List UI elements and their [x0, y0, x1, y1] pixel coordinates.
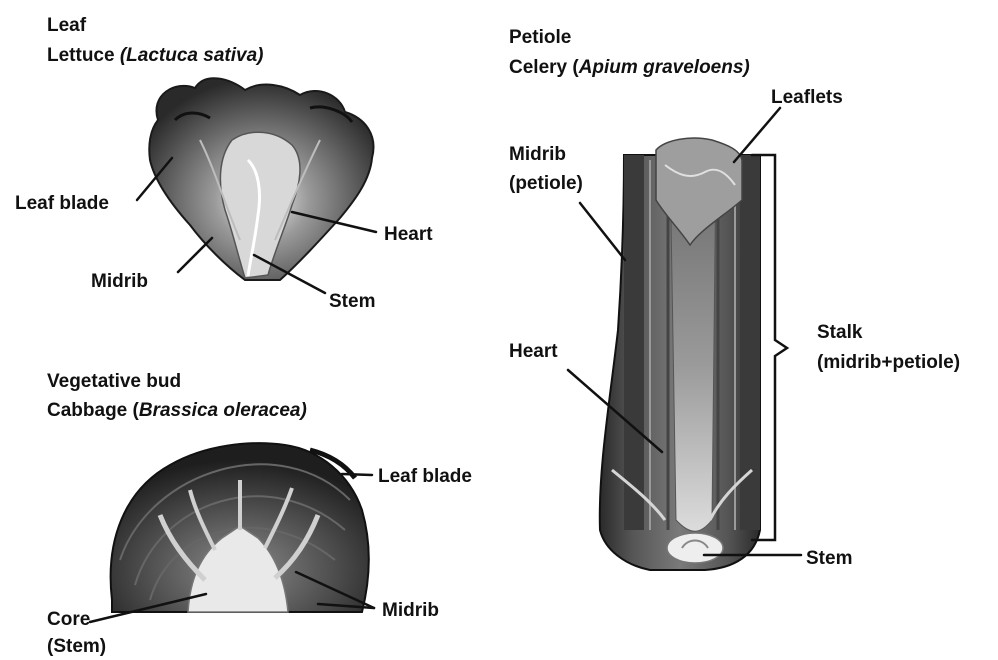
lettuce-heart-label: Heart	[384, 224, 433, 245]
celery-leaflets-label: Leaflets	[771, 87, 843, 108]
lettuce-heading-line2: Lettuce (Lactuca sativa)	[47, 45, 263, 66]
celery-midrib-label-line1: Midrib	[509, 144, 566, 165]
celery-stem-label: Stem	[806, 548, 852, 569]
celery-illustration	[600, 138, 760, 570]
celery-midrib-leader	[580, 203, 625, 260]
celery-midrib-label-line2: (petiole)	[509, 173, 583, 194]
lettuce-heading-line1: Leaf	[47, 15, 87, 36]
celery-stalk-label-line2: (midrib+petiole)	[817, 352, 960, 373]
lettuce-illustration	[149, 78, 373, 280]
cabbage-heading-line2: Cabbage (Brassica oleracea)	[47, 400, 307, 421]
lettuce-leaf-blade-label: Leaf blade	[15, 193, 109, 214]
cabbage-midrib-label: Midrib	[382, 600, 439, 621]
celery-heading-line2: Celery (Apium graveloens)	[509, 57, 750, 78]
lettuce-stem-label: Stem	[329, 291, 375, 312]
cabbage-core-label-line2: (Stem)	[47, 636, 106, 657]
lettuce-midrib-leader	[178, 238, 212, 272]
celery-heading-line1: Petiole	[509, 27, 571, 48]
cabbage-heading-line1: Vegetative bud	[47, 371, 181, 392]
cabbage-leaf-blade-label: Leaf blade	[378, 466, 472, 487]
celery-heart-label: Heart	[509, 341, 558, 362]
lettuce-midrib-label: Midrib	[91, 271, 148, 292]
cabbage-leaf-blade-leader	[342, 474, 372, 475]
cabbage-core-label-line1: Core	[47, 609, 90, 630]
celery-stalk-label-line1: Stalk	[817, 322, 863, 343]
